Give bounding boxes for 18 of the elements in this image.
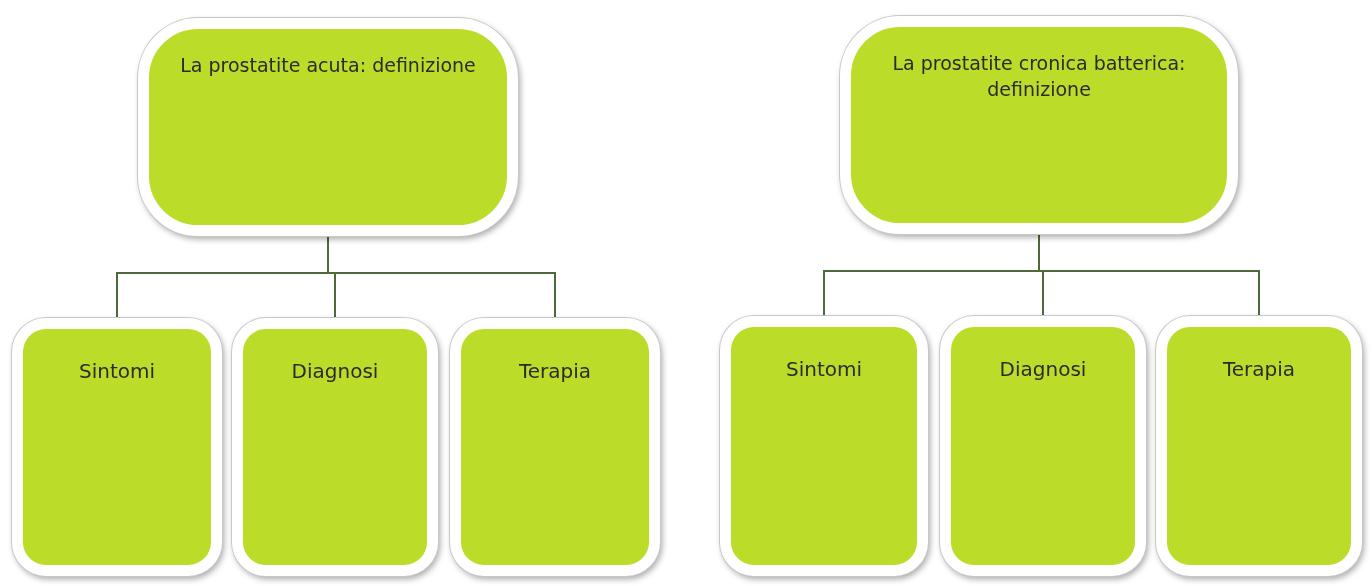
subtopic-box [1156,316,1362,576]
connector-line [327,235,556,319]
subtopic-box [232,318,438,576]
box-label: Terapia [1221,357,1297,381]
subtopic-box [12,318,222,576]
topic-box [138,18,518,236]
box-label: Terapia [517,359,593,383]
box-label: La prostatite acuta: definizione [179,53,477,78]
subtopic-box [720,316,928,576]
topic-box [840,16,1238,234]
box-label: La prostatite cronica batterica: definizione [891,51,1187,102]
box-label: Diagnosi [998,357,1088,381]
subtopic-box [450,318,660,576]
box-label: Sintomi [77,359,156,383]
box-label: Sintomi [784,357,863,381]
connector-line [1038,233,1260,317]
box-label: Diagnosi [290,359,380,383]
subtopic-box [940,316,1146,576]
